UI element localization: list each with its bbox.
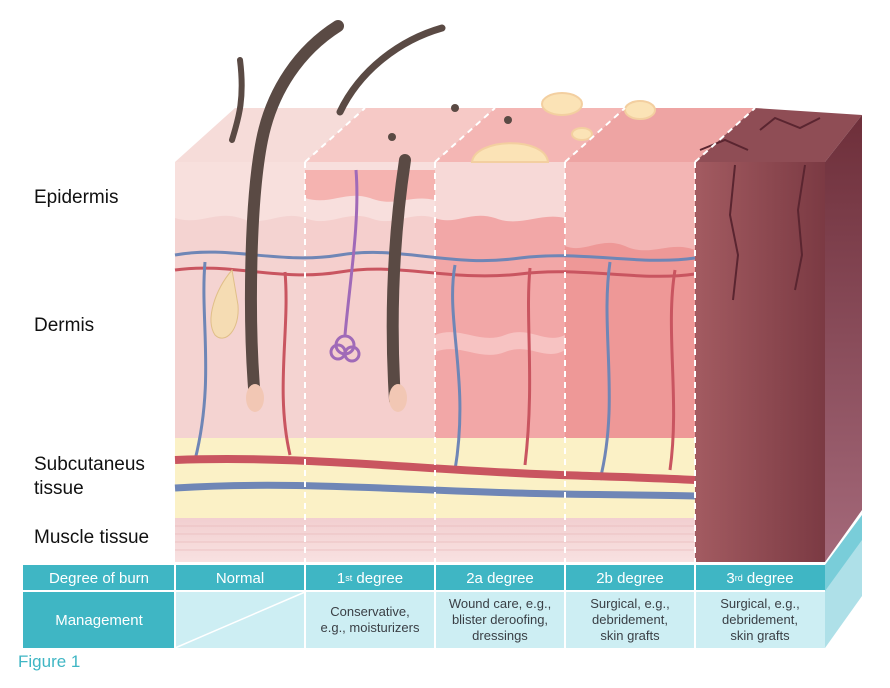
third-degree-section <box>695 162 825 562</box>
layer-label-epidermis: Epidermis <box>34 186 118 210</box>
degree-header-third-rest: degree <box>743 570 794 587</box>
first-degree-epidermis-redness <box>305 170 435 202</box>
layer-label-dermis: Dermis <box>34 314 94 338</box>
figure-caption: Figure 1 <box>18 652 80 672</box>
management-first: Conservative, e.g., moisturizers <box>305 592 435 648</box>
management-second-b: Surgical, e.g., debridement, skin grafts <box>565 592 695 648</box>
second-b-epidermis <box>565 162 695 250</box>
degree-header-second-b: 2b degree <box>565 565 695 591</box>
management-normal <box>175 592 305 648</box>
degree-header-third-num: 3 <box>726 570 734 587</box>
degree-header-first-rest: degree <box>352 570 403 587</box>
degree-header-second-a: 2a degree <box>435 565 565 591</box>
layer-label-muscle: Muscle tissue <box>34 526 149 550</box>
third-degree-side-face <box>825 115 862 562</box>
degree-header-third-sup: rd <box>735 573 743 583</box>
degree-header-normal: Normal <box>175 565 305 591</box>
degree-header-first-sup: st <box>345 573 352 583</box>
degree-header-first-num: 1 <box>337 570 345 587</box>
table-row-title-degree: Degree of burn <box>23 565 175 591</box>
management-third: Surgical, e.g., debridement, skin grafts <box>695 592 825 648</box>
management-second-a: Wound care, e.g., blister deroofing, dre… <box>435 592 565 648</box>
table-row-title-management: Management <box>23 592 175 648</box>
layer-label-subcutaneous: Subcutaneus tissue <box>34 453 145 501</box>
